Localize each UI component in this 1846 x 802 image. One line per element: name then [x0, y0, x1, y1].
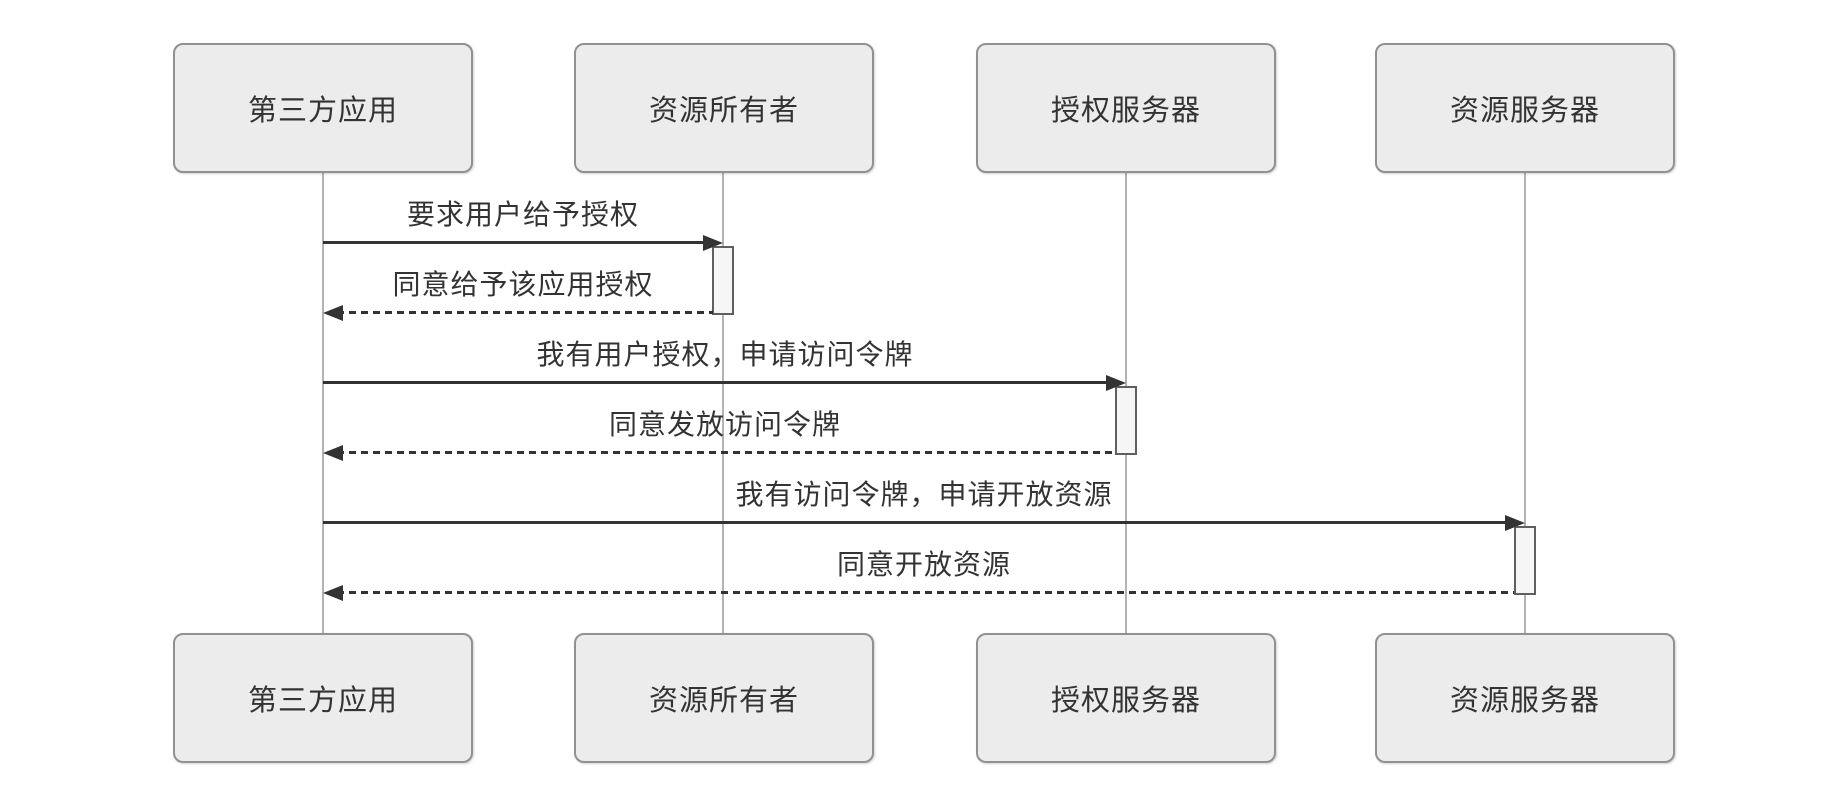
actor-resource-owner-bottom: 资源所有者: [574, 633, 874, 763]
actor-label: 授权服务器: [1050, 95, 1201, 127]
message-label: 同意发放访问令牌: [608, 409, 842, 440]
message-line-solid: [323, 381, 1114, 384]
actor-label: 资源服务器: [1449, 95, 1600, 127]
actor-label: 授权服务器: [1050, 685, 1201, 717]
actor-auth-server-bottom: 授权服务器: [976, 633, 1276, 763]
message-line-solid: [323, 521, 1513, 524]
activation-bar-resource-server: [1514, 526, 1536, 595]
arrowhead-right-icon: [1505, 515, 1525, 531]
actor-resource-server-bottom: 资源服务器: [1375, 633, 1675, 763]
arrowhead-right-icon: [1106, 375, 1126, 391]
actor-resource-server-top: 资源服务器: [1375, 43, 1675, 173]
message-label: 我有用户授权，申请访问令牌: [536, 339, 914, 370]
actor-label: 资源所有者: [648, 95, 799, 127]
message-line-dashed: [337, 451, 1115, 454]
message-line-dashed: [337, 591, 1514, 594]
message-label: 同意开放资源: [836, 549, 1012, 580]
message-line-dashed: [337, 311, 713, 314]
actor-auth-server-top: 授权服务器: [976, 43, 1276, 173]
actor-label: 第三方应用: [247, 95, 398, 127]
arrowhead-right-icon: [703, 235, 723, 251]
message-label: 我有访问令牌，申请开放资源: [735, 479, 1113, 510]
activation-bar-resource-owner: [712, 246, 734, 315]
actor-resource-owner-top: 资源所有者: [574, 43, 874, 173]
arrowhead-left-icon: [323, 585, 343, 601]
message-label: 要求用户给予授权: [406, 199, 640, 230]
lifeline-third-party-app: [322, 173, 324, 633]
actor-label: 资源服务器: [1449, 685, 1600, 717]
message-label: 同意给予该应用授权: [392, 269, 654, 300]
message-line-solid: [323, 241, 711, 244]
actor-third-party-app-bottom: 第三方应用: [173, 633, 473, 763]
activation-bar-auth-server: [1115, 386, 1137, 455]
arrowhead-left-icon: [323, 445, 343, 461]
lifeline-resource-owner: [722, 173, 724, 633]
lifeline-resource-server: [1524, 173, 1526, 633]
arrowhead-left-icon: [323, 305, 343, 321]
actor-label: 资源所有者: [648, 685, 799, 717]
actor-third-party-app-top: 第三方应用: [173, 43, 473, 173]
actor-label: 第三方应用: [247, 685, 398, 717]
